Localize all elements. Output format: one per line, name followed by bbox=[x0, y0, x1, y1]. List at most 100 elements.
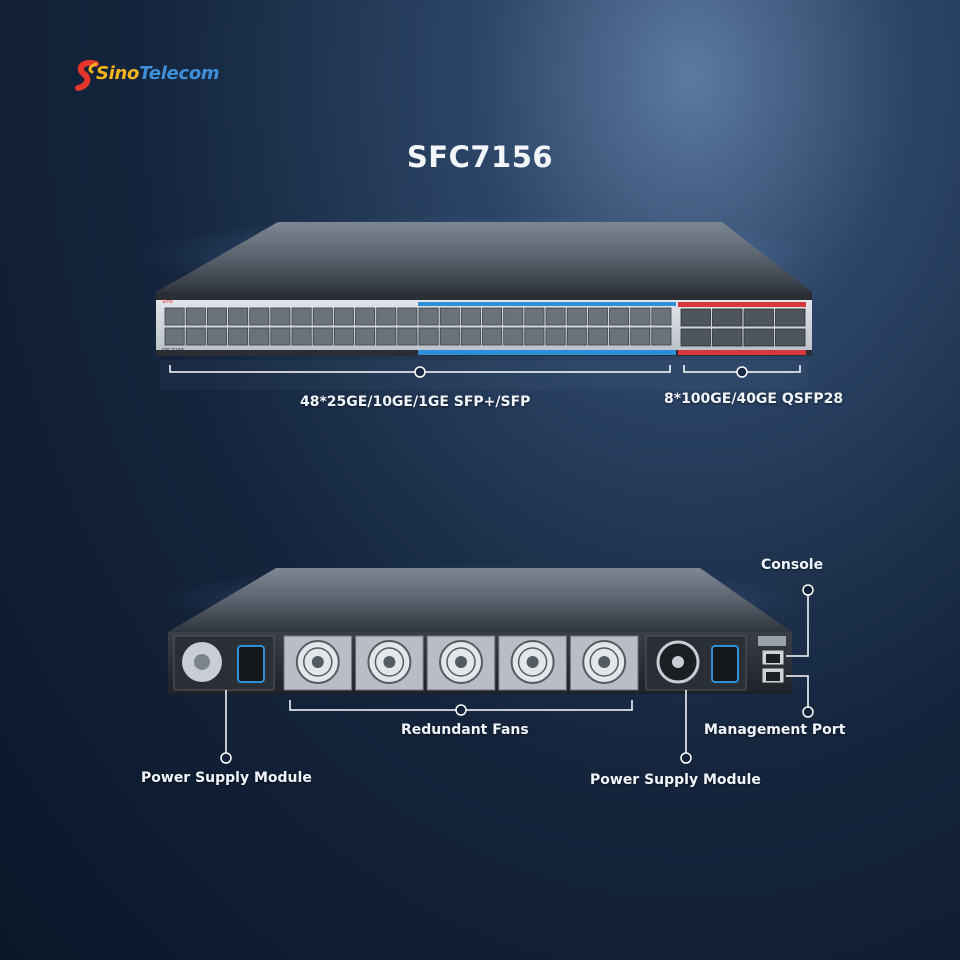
sfp-port bbox=[185, 327, 206, 346]
fan-guard-ring bbox=[446, 647, 476, 677]
sfp-port bbox=[651, 307, 672, 326]
management-callout-dot bbox=[802, 706, 814, 718]
fan-hub bbox=[526, 656, 539, 668]
rear-chassis-top bbox=[168, 568, 792, 632]
qsfp-band-bottom bbox=[678, 350, 806, 355]
sfp-band-bottom bbox=[418, 350, 676, 355]
sfp-port bbox=[418, 307, 439, 326]
sfp-port bbox=[333, 327, 354, 346]
sfp-port bbox=[566, 327, 587, 346]
qsfp-ports-label: 8*100GE/40GE QSFP28 bbox=[664, 391, 844, 407]
fan-hub bbox=[598, 656, 611, 668]
qsfp-port bbox=[743, 308, 774, 327]
qsfp-port-group bbox=[680, 308, 806, 347]
sfp-port bbox=[249, 327, 270, 346]
console-label: Console bbox=[761, 557, 824, 573]
sfp-port bbox=[206, 327, 227, 346]
sfp-port bbox=[503, 307, 524, 326]
sfp-port bbox=[439, 307, 460, 326]
rear-rj45-ports bbox=[758, 636, 786, 684]
psu-left-label: Power Supply Module bbox=[141, 770, 312, 786]
brand-name-part2: Telecom bbox=[139, 63, 220, 84]
sfp-port bbox=[482, 327, 503, 346]
sfp-callout-dot bbox=[414, 366, 426, 378]
brand-name-part1: Sino bbox=[96, 63, 140, 84]
sfp-port bbox=[164, 307, 185, 326]
sfp-port bbox=[228, 327, 249, 346]
brand-logo: SinoTelecom bbox=[74, 58, 234, 94]
fan-guard-ring bbox=[303, 647, 333, 677]
psu-left-power-inlet-icon bbox=[237, 645, 265, 683]
redundant-fans-label: Redundant Fans bbox=[401, 722, 529, 738]
sfp-port bbox=[460, 307, 481, 326]
sfp-port bbox=[609, 327, 630, 346]
psu-right-label: Power Supply Module bbox=[590, 772, 761, 788]
sfp-port bbox=[270, 327, 291, 346]
sfp-port bbox=[503, 327, 524, 346]
sfp-port bbox=[630, 327, 651, 346]
fan-group bbox=[283, 635, 639, 691]
sfp-port bbox=[185, 307, 206, 326]
qsfp-port bbox=[712, 328, 743, 347]
console-callout-dot bbox=[802, 584, 814, 596]
qsfp-port bbox=[712, 308, 743, 327]
sfp-port bbox=[587, 327, 608, 346]
qsfp-port bbox=[775, 308, 806, 327]
sfp-port bbox=[418, 327, 439, 346]
sfp-port bbox=[545, 307, 566, 326]
fan-guard-ring bbox=[517, 647, 548, 677]
sfp-port bbox=[460, 327, 481, 346]
sfp-port bbox=[651, 327, 672, 346]
sfp-port bbox=[524, 327, 545, 346]
qsfp-band-top bbox=[678, 302, 806, 307]
sfp-port bbox=[249, 307, 270, 326]
sfp-port bbox=[545, 327, 566, 346]
sfp-port bbox=[630, 307, 651, 326]
sfp-port bbox=[312, 307, 333, 326]
management-line bbox=[786, 675, 809, 712]
sfp-port bbox=[355, 307, 376, 326]
sfp-port bbox=[397, 307, 418, 326]
sfp-port bbox=[587, 307, 608, 326]
rear-panel-unit bbox=[160, 564, 800, 694]
psu-right bbox=[645, 635, 747, 691]
sfp-port bbox=[355, 327, 376, 346]
brand-name: SinoTelecom bbox=[96, 63, 220, 84]
sfp-port bbox=[397, 327, 418, 346]
logo-s-mark-icon bbox=[75, 60, 99, 91]
sfp-port bbox=[228, 307, 249, 326]
sfp-port bbox=[524, 307, 545, 326]
qsfp-port bbox=[775, 328, 806, 347]
fan-guard-ring bbox=[374, 647, 405, 677]
sfp-band-top bbox=[418, 302, 676, 306]
sfp-ports-label: 48*25GE/10GE/1GE SFP+/SFP bbox=[300, 394, 531, 410]
front-chassis-top bbox=[156, 222, 812, 292]
console-line bbox=[786, 590, 809, 657]
fan-hub bbox=[311, 656, 324, 668]
sfp-port bbox=[312, 327, 333, 346]
sfp-port bbox=[566, 307, 587, 326]
psu-left bbox=[173, 635, 275, 691]
sfp-port bbox=[439, 327, 460, 346]
psu-right-callout-dot bbox=[680, 752, 692, 764]
sfp-port bbox=[333, 307, 354, 326]
sfp-port bbox=[609, 307, 630, 326]
sfp-port bbox=[482, 307, 503, 326]
qsfp-port bbox=[743, 328, 774, 347]
qsfp-port bbox=[680, 308, 711, 327]
fan-guard-ring bbox=[589, 647, 619, 677]
psu-right-power-inlet-icon bbox=[711, 645, 739, 683]
psu-left-callout-dot bbox=[220, 752, 232, 764]
fan-hub bbox=[455, 656, 467, 668]
management-port-label: Management Port bbox=[704, 722, 846, 738]
chassis-brand-mark: Sino bbox=[162, 299, 173, 305]
rear-callouts bbox=[220, 584, 814, 764]
qsfp-callout-dot bbox=[736, 366, 748, 378]
sfp-port bbox=[376, 327, 397, 346]
chassis-model-label: SFC7156 bbox=[162, 348, 184, 354]
sfp-port bbox=[270, 307, 291, 326]
sfp-port bbox=[206, 307, 227, 326]
fan-hub bbox=[383, 656, 396, 668]
fans-callout-dot bbox=[455, 704, 467, 716]
